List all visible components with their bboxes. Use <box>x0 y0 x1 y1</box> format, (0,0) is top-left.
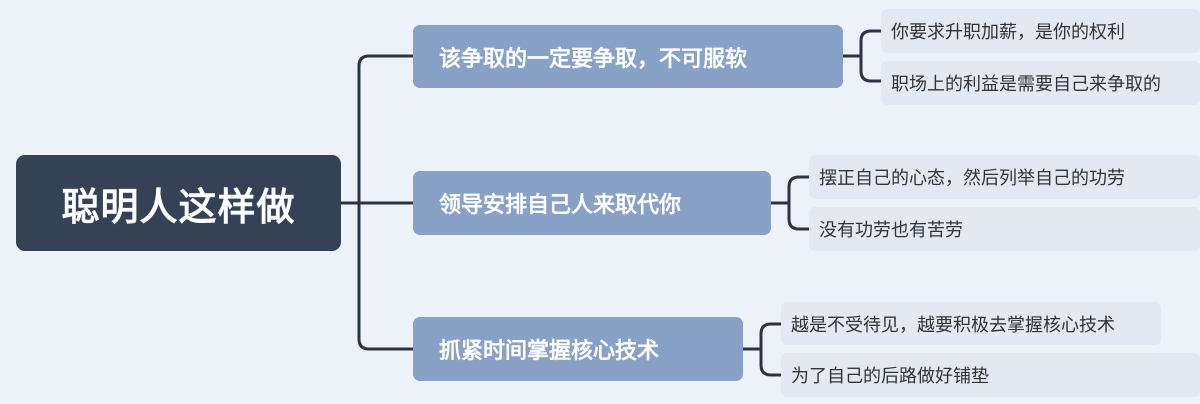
branch-topic-label: 抓紧时间掌握核心技术 <box>439 339 660 364</box>
branch-topic[interactable]: 领导安排自己人来取代你 <box>413 171 771 235</box>
connector-branch-2-leaves <box>741 322 783 377</box>
subtopic-label: 没有功劳也有苦劳 <box>819 220 963 241</box>
subtopic-label: 你要求升职加薪，是你的权利 <box>891 22 1125 43</box>
subtopic[interactable]: 摆正自己的心态，然后列举自己的功劳 <box>809 155 1200 199</box>
subtopic[interactable]: 职场上的利益是需要自己来争取的 <box>881 61 1200 105</box>
subtopic[interactable]: 没有功劳也有苦劳 <box>809 207 1200 251</box>
branch-topic[interactable]: 抓紧时间掌握核心技术 <box>413 317 743 381</box>
branch-topic-label: 领导安排自己人来取代你 <box>439 193 682 218</box>
subtopic[interactable]: 越是不受待见，越要积极去掌握核心技术 <box>781 302 1161 345</box>
branch-topic-label: 该争取的一定要争取，不可服软 <box>439 46 748 72</box>
connector-branch-0-leaves <box>841 29 883 83</box>
subtopic-label: 职场上的利益是需要自己来争取的 <box>891 74 1161 95</box>
root-topic-label: 聪明人这样做 <box>61 184 296 229</box>
branch-topic[interactable]: 该争取的一定要争取，不可服软 <box>413 25 843 88</box>
subtopic[interactable]: 为了自己的后路做好铺垫 <box>781 353 1200 397</box>
subtopic-label: 摆正自己的心态，然后列举自己的功劳 <box>819 168 1125 189</box>
subtopic[interactable]: 你要求升职加薪，是你的权利 <box>881 9 1200 53</box>
subtopic-label: 为了自己的后路做好铺垫 <box>791 366 989 387</box>
connector-root-trunk <box>357 54 371 351</box>
subtopic-label: 越是不受待见，越要积极去掌握核心技术 <box>791 314 1115 336</box>
connector-branch-1-leaves <box>769 175 811 231</box>
root-topic[interactable]: 聪明人这样做 <box>16 155 341 251</box>
